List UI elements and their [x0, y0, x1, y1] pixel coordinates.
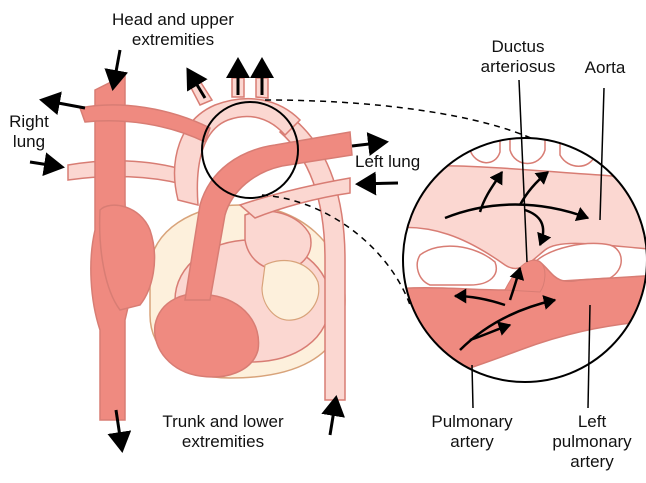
arrow-lower-in [330, 398, 336, 435]
arrow-left-lung-in [358, 183, 398, 184]
right-pulmonary-vein [68, 161, 185, 184]
arrow-right-lung-in [30, 162, 62, 167]
zoom-branch-2 [510, 138, 545, 164]
arrow-right-lung-out [42, 100, 85, 108]
zoom-detail [380, 138, 646, 385]
leader-pulmonary [472, 365, 473, 408]
label-aorta: Aorta [577, 58, 633, 78]
heart [150, 205, 345, 378]
label-left-lung: Left lung [355, 152, 420, 172]
arrow-left-lung-out [352, 142, 386, 146]
